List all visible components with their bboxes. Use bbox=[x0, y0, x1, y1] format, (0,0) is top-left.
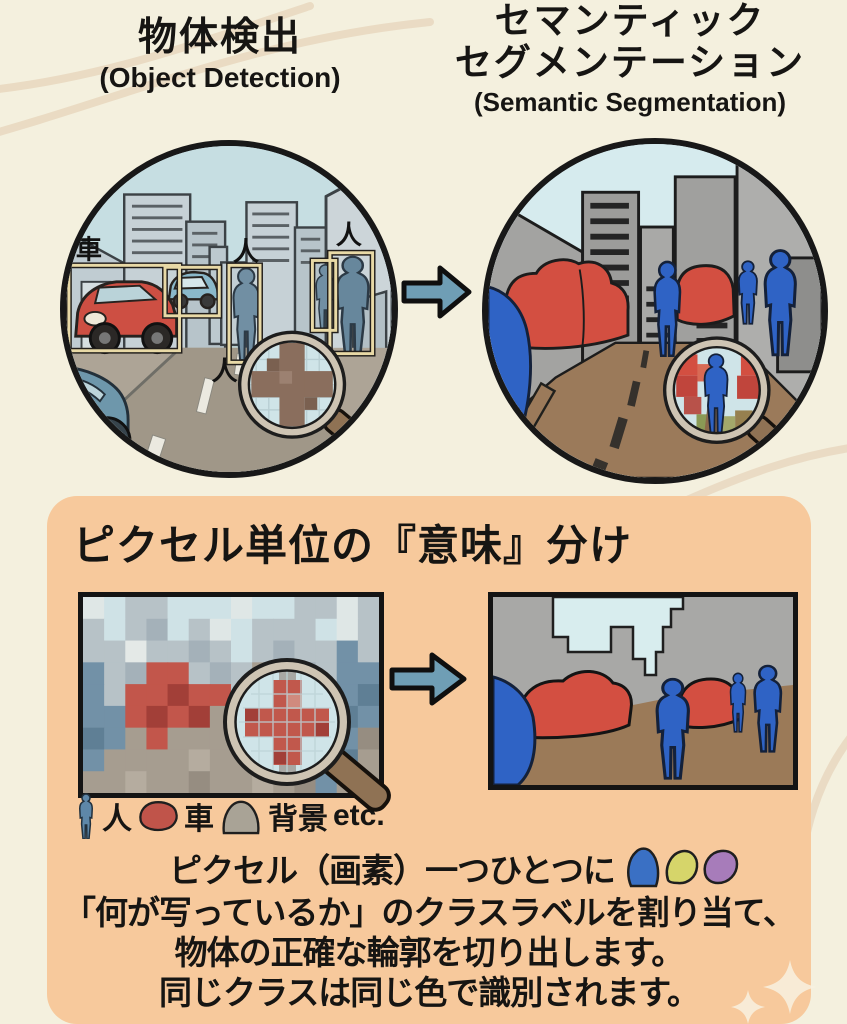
car-class-icon bbox=[139, 801, 178, 832]
title-object-detection-en: (Object Detection) bbox=[99, 62, 341, 93]
arrow-right-icon bbox=[389, 652, 467, 706]
class-legend: 人 車 背景 etc. bbox=[75, 793, 385, 839]
caption-line-2: 「何が写っているか」のクラスラベルを割り当て、 bbox=[62, 894, 796, 931]
header-semantic-segmentation: セマンティック セグメンテーション (Semantic Segmentation… bbox=[420, 0, 840, 118]
bounding-boxes bbox=[66, 249, 376, 366]
arrow-right-icon bbox=[401, 265, 472, 319]
class-blob-icons bbox=[626, 847, 739, 888]
background-class-icon bbox=[222, 800, 260, 835]
caption-line-3: 物体の正確な輪郭を切り出します。 bbox=[174, 934, 685, 971]
panel-title: ピクセル単位の『意味』分け bbox=[73, 522, 633, 569]
semantic-segmentation-scene bbox=[482, 138, 828, 484]
red-car bbox=[74, 280, 179, 355]
segmented-cars bbox=[503, 258, 736, 350]
pixel-mosaic bbox=[83, 597, 379, 793]
object-detection-scene: 車 人 人 人 bbox=[60, 140, 398, 478]
legend-person-label: 人 bbox=[102, 803, 132, 836]
label-car: 車 bbox=[76, 235, 102, 265]
blob-purple bbox=[703, 849, 739, 885]
title-semantic-en: (Semantic Segmentation) bbox=[473, 87, 787, 117]
legend-background-label: 背景 bbox=[268, 803, 328, 836]
label-person-mid: 人 bbox=[233, 236, 260, 266]
title-object-detection-jp: 物体検出 bbox=[137, 16, 302, 59]
sky-segment bbox=[551, 597, 685, 677]
blob-blue bbox=[626, 847, 660, 888]
magnifier-icon bbox=[223, 658, 391, 812]
explanation-panel: ピクセル単位の『意味』分け bbox=[47, 496, 811, 1024]
caption-line-4: 同じクラスは同じ色で識別されます。 bbox=[158, 974, 700, 1011]
legend-car-label: 車 bbox=[184, 803, 214, 836]
caption-line-1-text: ピクセル（画素）一つひとつに bbox=[169, 852, 616, 889]
blob-yellow bbox=[665, 849, 699, 885]
title-semantic-jp1: セマンティック bbox=[494, 0, 766, 41]
person-segments bbox=[493, 664, 783, 785]
header-object-detection: 物体検出 (Object Detection) bbox=[65, 16, 375, 94]
caption-line-1: ピクセル（画素）一つひとつに bbox=[47, 844, 811, 892]
label-person-right: 人 bbox=[336, 220, 363, 250]
segmented-image bbox=[488, 592, 798, 790]
person-class-icon bbox=[78, 793, 94, 839]
label-person-bottom: 人 bbox=[212, 356, 239, 386]
title-semantic-jp2: セグメンテーション bbox=[454, 42, 806, 83]
sparkle-decor bbox=[731, 960, 817, 1024]
car-segment bbox=[515, 670, 633, 740]
